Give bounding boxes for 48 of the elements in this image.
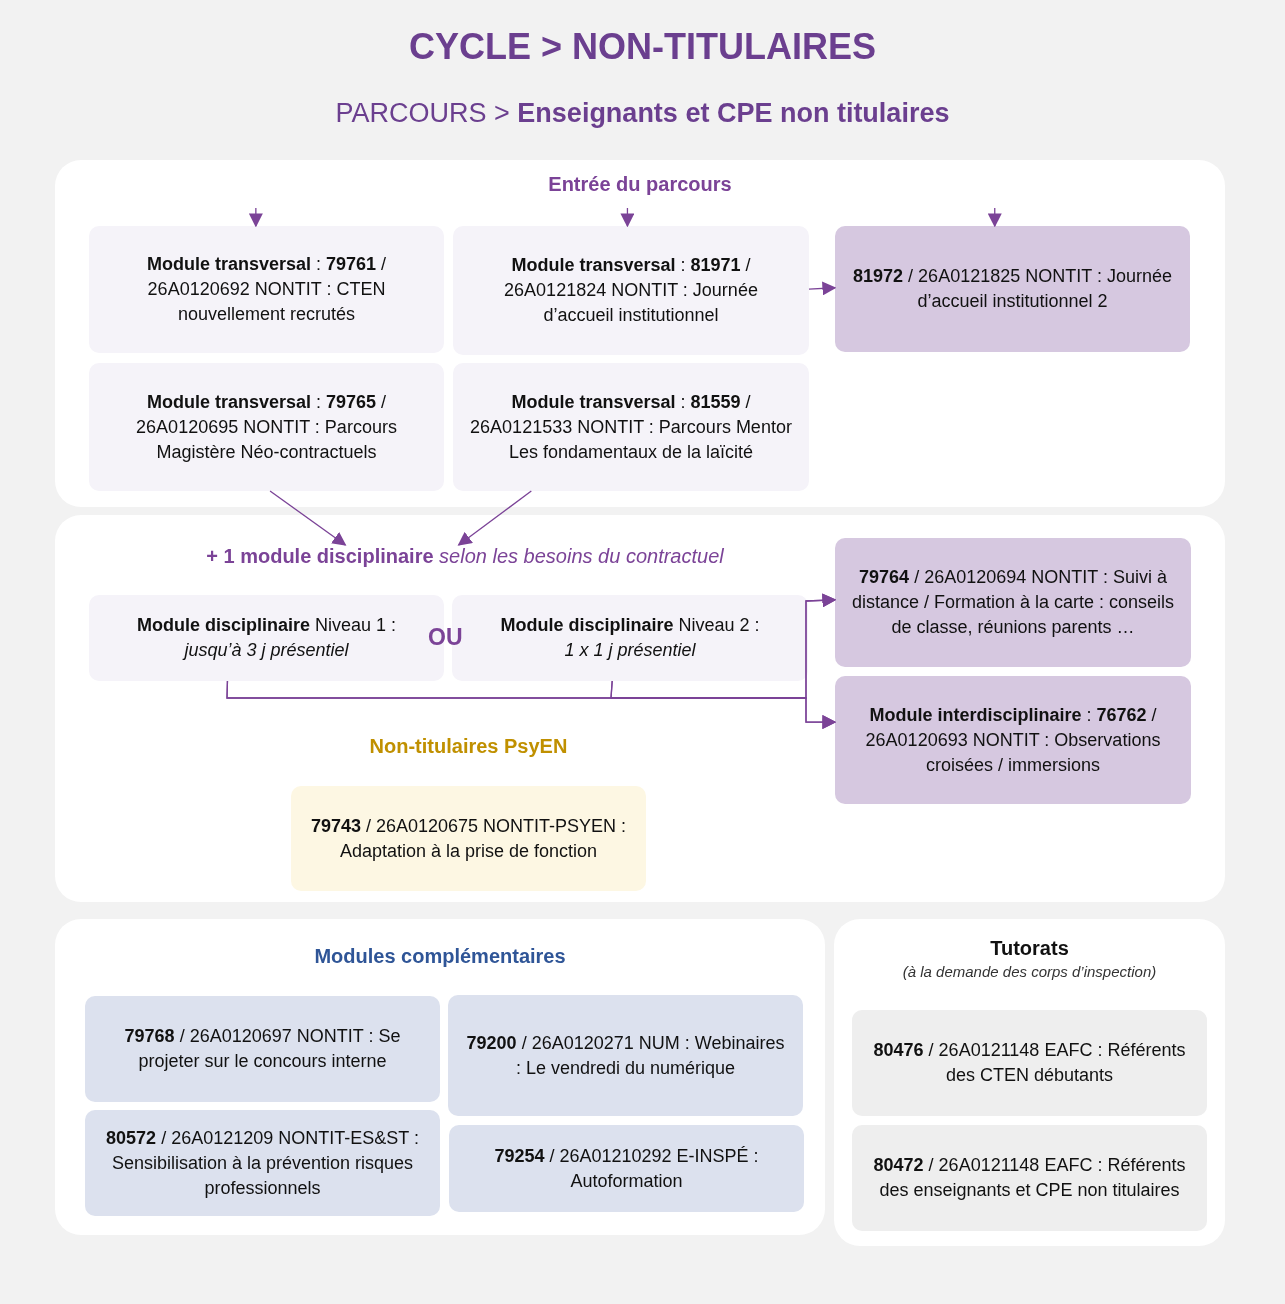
module-card [89, 226, 444, 353]
module-card [453, 363, 809, 491]
module-text: 80476 / 26A0121148 EAFC : Référents des CTEN débutants [872, 1039, 1187, 1087]
panel-heading: Tutorats [989, 937, 1070, 960]
module-card [89, 363, 444, 491]
module-text: 1 x 1 j présentiel [564, 639, 696, 662]
module-card [835, 226, 1190, 352]
page-subtitle: PARCOURS > Enseignants et CPE non titulaires [334, 98, 951, 129]
module-text: 79764 / 26A0120694 NONTIT : Suivi à distance / Formation à la carte : conseils de classe, réunions parents … [850, 566, 1176, 639]
connector-word: OU [428, 624, 463, 651]
module-text: Module interdisciplinaire : 76762 / 26A0120693 NONTIT : Observations croisées / immersions [864, 703, 1162, 777]
panel-subheading: (à la demande des corps d’inspection) [901, 963, 1158, 980]
module-text: 79743 / 26A0120675 NONTIT-PSYEN : Adaptation à la prise de fonction [309, 814, 628, 863]
module-card [85, 1110, 440, 1216]
arrow [987, 207, 1002, 228]
module-text: jusqu’à 3 j présentiel [184, 639, 349, 662]
module-card [85, 996, 440, 1102]
section-panel [55, 919, 825, 1235]
module-card [449, 1125, 804, 1212]
module-text: 81972 / 26A0121825 NONTIT : Journée d’accueil institutionnel 2 [852, 265, 1173, 313]
module-text: Module transversal : 81559 / 26A0121533 NONTIT : Parcours Mentor Les fondamentaux de la laïcité [469, 390, 793, 464]
module-text: Module transversal : 79761 / 26A0120692 NONTIT : CTEN nouvellement recrutés [145, 253, 388, 326]
module-card [448, 995, 803, 1116]
arrow [808, 281, 837, 296]
section-panel [55, 515, 1225, 902]
module-text: 79768 / 26A0120697 NONTIT : Se projeter sur le concours interne [123, 1025, 402, 1073]
module-card [835, 538, 1191, 667]
arrow [457, 490, 532, 546]
module-card [835, 676, 1191, 804]
module-card [453, 226, 809, 355]
module-text: 79254 / 26A01210292 E-INSPÉ : Autoformation [493, 1144, 760, 1193]
section-subheading: + 1 module disciplinaire selon les besoins du contractuel [150, 545, 780, 575]
module-text: Module disciplinaire Niveau 1 : [136, 614, 397, 637]
section-panel [55, 160, 1225, 507]
module-text: Module transversal : 81971 / 26A0121824 NONTIT : Journée d’accueil institutionnel [503, 254, 759, 327]
module-text: 80572 / 26A0121209 NONTIT-ES&ST : Sensibilisation à la prévention risques professionnels [105, 1126, 420, 1200]
panel-heading: Modules complémentaires [313, 945, 567, 968]
module-text: 80472 / 26A0121148 EAFC : Référents des enseignants et CPE non titulaires [872, 1154, 1187, 1202]
arrow [620, 207, 635, 228]
module-text: Module transversal : 79765 / 26A0120695 NONTIT : Parcours Magistère Néo-contractuels [135, 390, 398, 464]
arrow [269, 490, 347, 546]
section-heading: Non-titulaires PsyEN [368, 734, 569, 759]
arrow [248, 207, 263, 228]
page-title: CYCLE > NON-TITULAIRES [408, 26, 877, 68]
module-text: Module disciplinaire Niveau 2 : [500, 614, 760, 637]
arrow [610, 680, 837, 730]
panel-heading: Entrée du parcours [547, 173, 733, 196]
module-text: 79200 / 26A0120271 NUM : Webinaires : Le vendredi du numérique [465, 1031, 786, 1080]
